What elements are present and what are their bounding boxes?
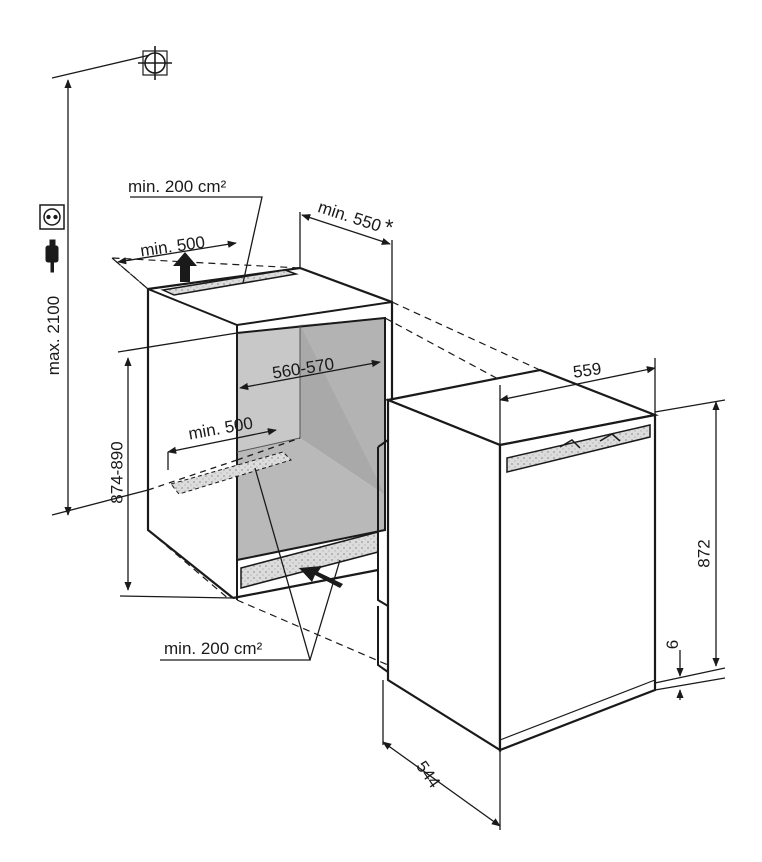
- appliance-unit: [377, 368, 659, 752]
- unit-height-label: 872: [694, 539, 714, 568]
- niche-depth-asterisk: *: [385, 215, 394, 240]
- dimension-lines: [51, 54, 726, 830]
- power-socket-icon: [39, 204, 65, 230]
- arrow-diagonal-icon: [299, 566, 343, 588]
- projection-lines: [110, 257, 541, 666]
- bottom-vent-label: min. 200 cm²: [164, 639, 263, 658]
- niche-cabinet: [146, 266, 394, 600]
- plinth-label: 6: [663, 639, 683, 650]
- niche-height-label: 874-890: [107, 441, 127, 504]
- niche-floor: [237, 438, 385, 560]
- power-plug-icon: [45, 239, 59, 273]
- unit-width-label: 559: [571, 359, 603, 382]
- floor-vent-grille: [170, 451, 292, 495]
- max-height-label: max. 2100: [44, 295, 64, 376]
- arrow-up-icon: [173, 252, 197, 282]
- top-vent-label: min. 200 cm²: [128, 177, 227, 196]
- crosshair-circle-icon: [138, 46, 172, 80]
